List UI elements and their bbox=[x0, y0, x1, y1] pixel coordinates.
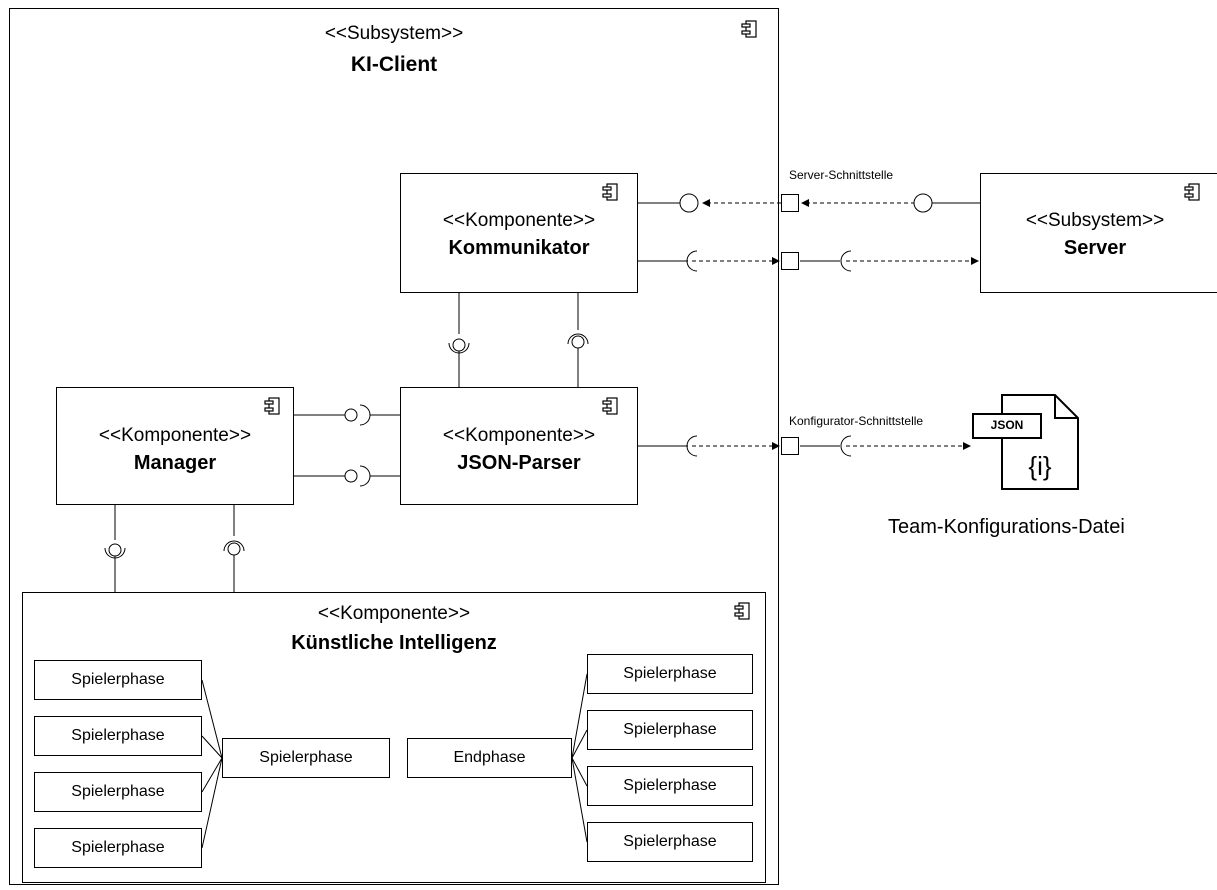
server-stereotype: <<Subsystem>> bbox=[1025, 210, 1165, 231]
component-icon bbox=[734, 602, 750, 620]
kommunikator-stereotype: <<Komponente>> bbox=[442, 210, 596, 231]
component-json-parser[interactable] bbox=[400, 387, 638, 505]
phase-left-2[interactable]: Spielerphase bbox=[34, 716, 202, 756]
json-badge: JSON bbox=[990, 418, 1024, 432]
port-server-2[interactable] bbox=[781, 252, 799, 270]
component-kuenstliche-intelligenz[interactable] bbox=[22, 592, 766, 883]
subsystem-server[interactable] bbox=[980, 173, 1217, 293]
component-icon bbox=[1184, 183, 1200, 201]
parser-name: JSON-Parser bbox=[457, 452, 581, 474]
phase-left-3[interactable]: Spielerphase bbox=[34, 772, 202, 812]
component-kommunikator[interactable] bbox=[400, 173, 638, 293]
server-provided-interface bbox=[913, 193, 933, 213]
component-icon bbox=[741, 20, 757, 38]
subsystem-stereotype: <<Subsystem>> bbox=[324, 23, 464, 44]
manager-name: Manager bbox=[133, 452, 217, 474]
component-icon bbox=[264, 397, 280, 415]
parser-required-socket bbox=[686, 435, 698, 457]
phase-right-2[interactable]: Spielerphase bbox=[587, 710, 753, 750]
manager-stereotype: <<Komponente>> bbox=[98, 425, 252, 446]
kommunikator-name: Kommunikator bbox=[448, 237, 590, 259]
konfig-required-socket bbox=[840, 435, 852, 457]
phase-left-hub[interactable]: Spielerphase bbox=[222, 738, 390, 778]
port-server[interactable] bbox=[781, 194, 799, 212]
json-file-icon[interactable] bbox=[970, 392, 1080, 492]
port-server-label: Server-Schnittstelle bbox=[789, 168, 894, 182]
parser-stereotype: <<Komponente>> bbox=[442, 425, 596, 446]
ki-name: Künstliche Intelligenz bbox=[291, 632, 497, 654]
port-konfigurator[interactable] bbox=[781, 437, 799, 455]
port-konfig-label: Konfigurator-Schnittstelle bbox=[789, 414, 924, 428]
phase-right-3[interactable]: Spielerphase bbox=[587, 766, 753, 806]
phase-right-1[interactable]: Spielerphase bbox=[587, 654, 753, 694]
phase-endphase[interactable]: Endphase bbox=[407, 738, 572, 778]
component-icon bbox=[602, 397, 618, 415]
json-glyph: {i} bbox=[1028, 451, 1052, 481]
komm-required-socket bbox=[686, 250, 698, 272]
subsystem-ki-client[interactable] bbox=[9, 8, 779, 885]
komm-provided-interface bbox=[679, 193, 699, 213]
phase-left-1[interactable]: Spielerphase bbox=[34, 660, 202, 700]
manager-ki-socket-2 bbox=[223, 540, 245, 552]
phase-left-4[interactable]: Spielerphase bbox=[34, 828, 202, 868]
component-icon bbox=[602, 183, 618, 201]
component-manager[interactable] bbox=[56, 387, 294, 505]
server-required-socket bbox=[840, 250, 852, 272]
subsystem-name: KI-Client bbox=[350, 53, 438, 76]
phase-right-4[interactable]: Spielerphase bbox=[587, 822, 753, 862]
komm-parser-socket-2 bbox=[567, 333, 589, 345]
file-caption: Team-Konfigurations-Datei bbox=[888, 516, 1125, 538]
server-name: Server bbox=[1063, 237, 1127, 259]
ki-stereotype: <<Komponente>> bbox=[317, 603, 471, 624]
